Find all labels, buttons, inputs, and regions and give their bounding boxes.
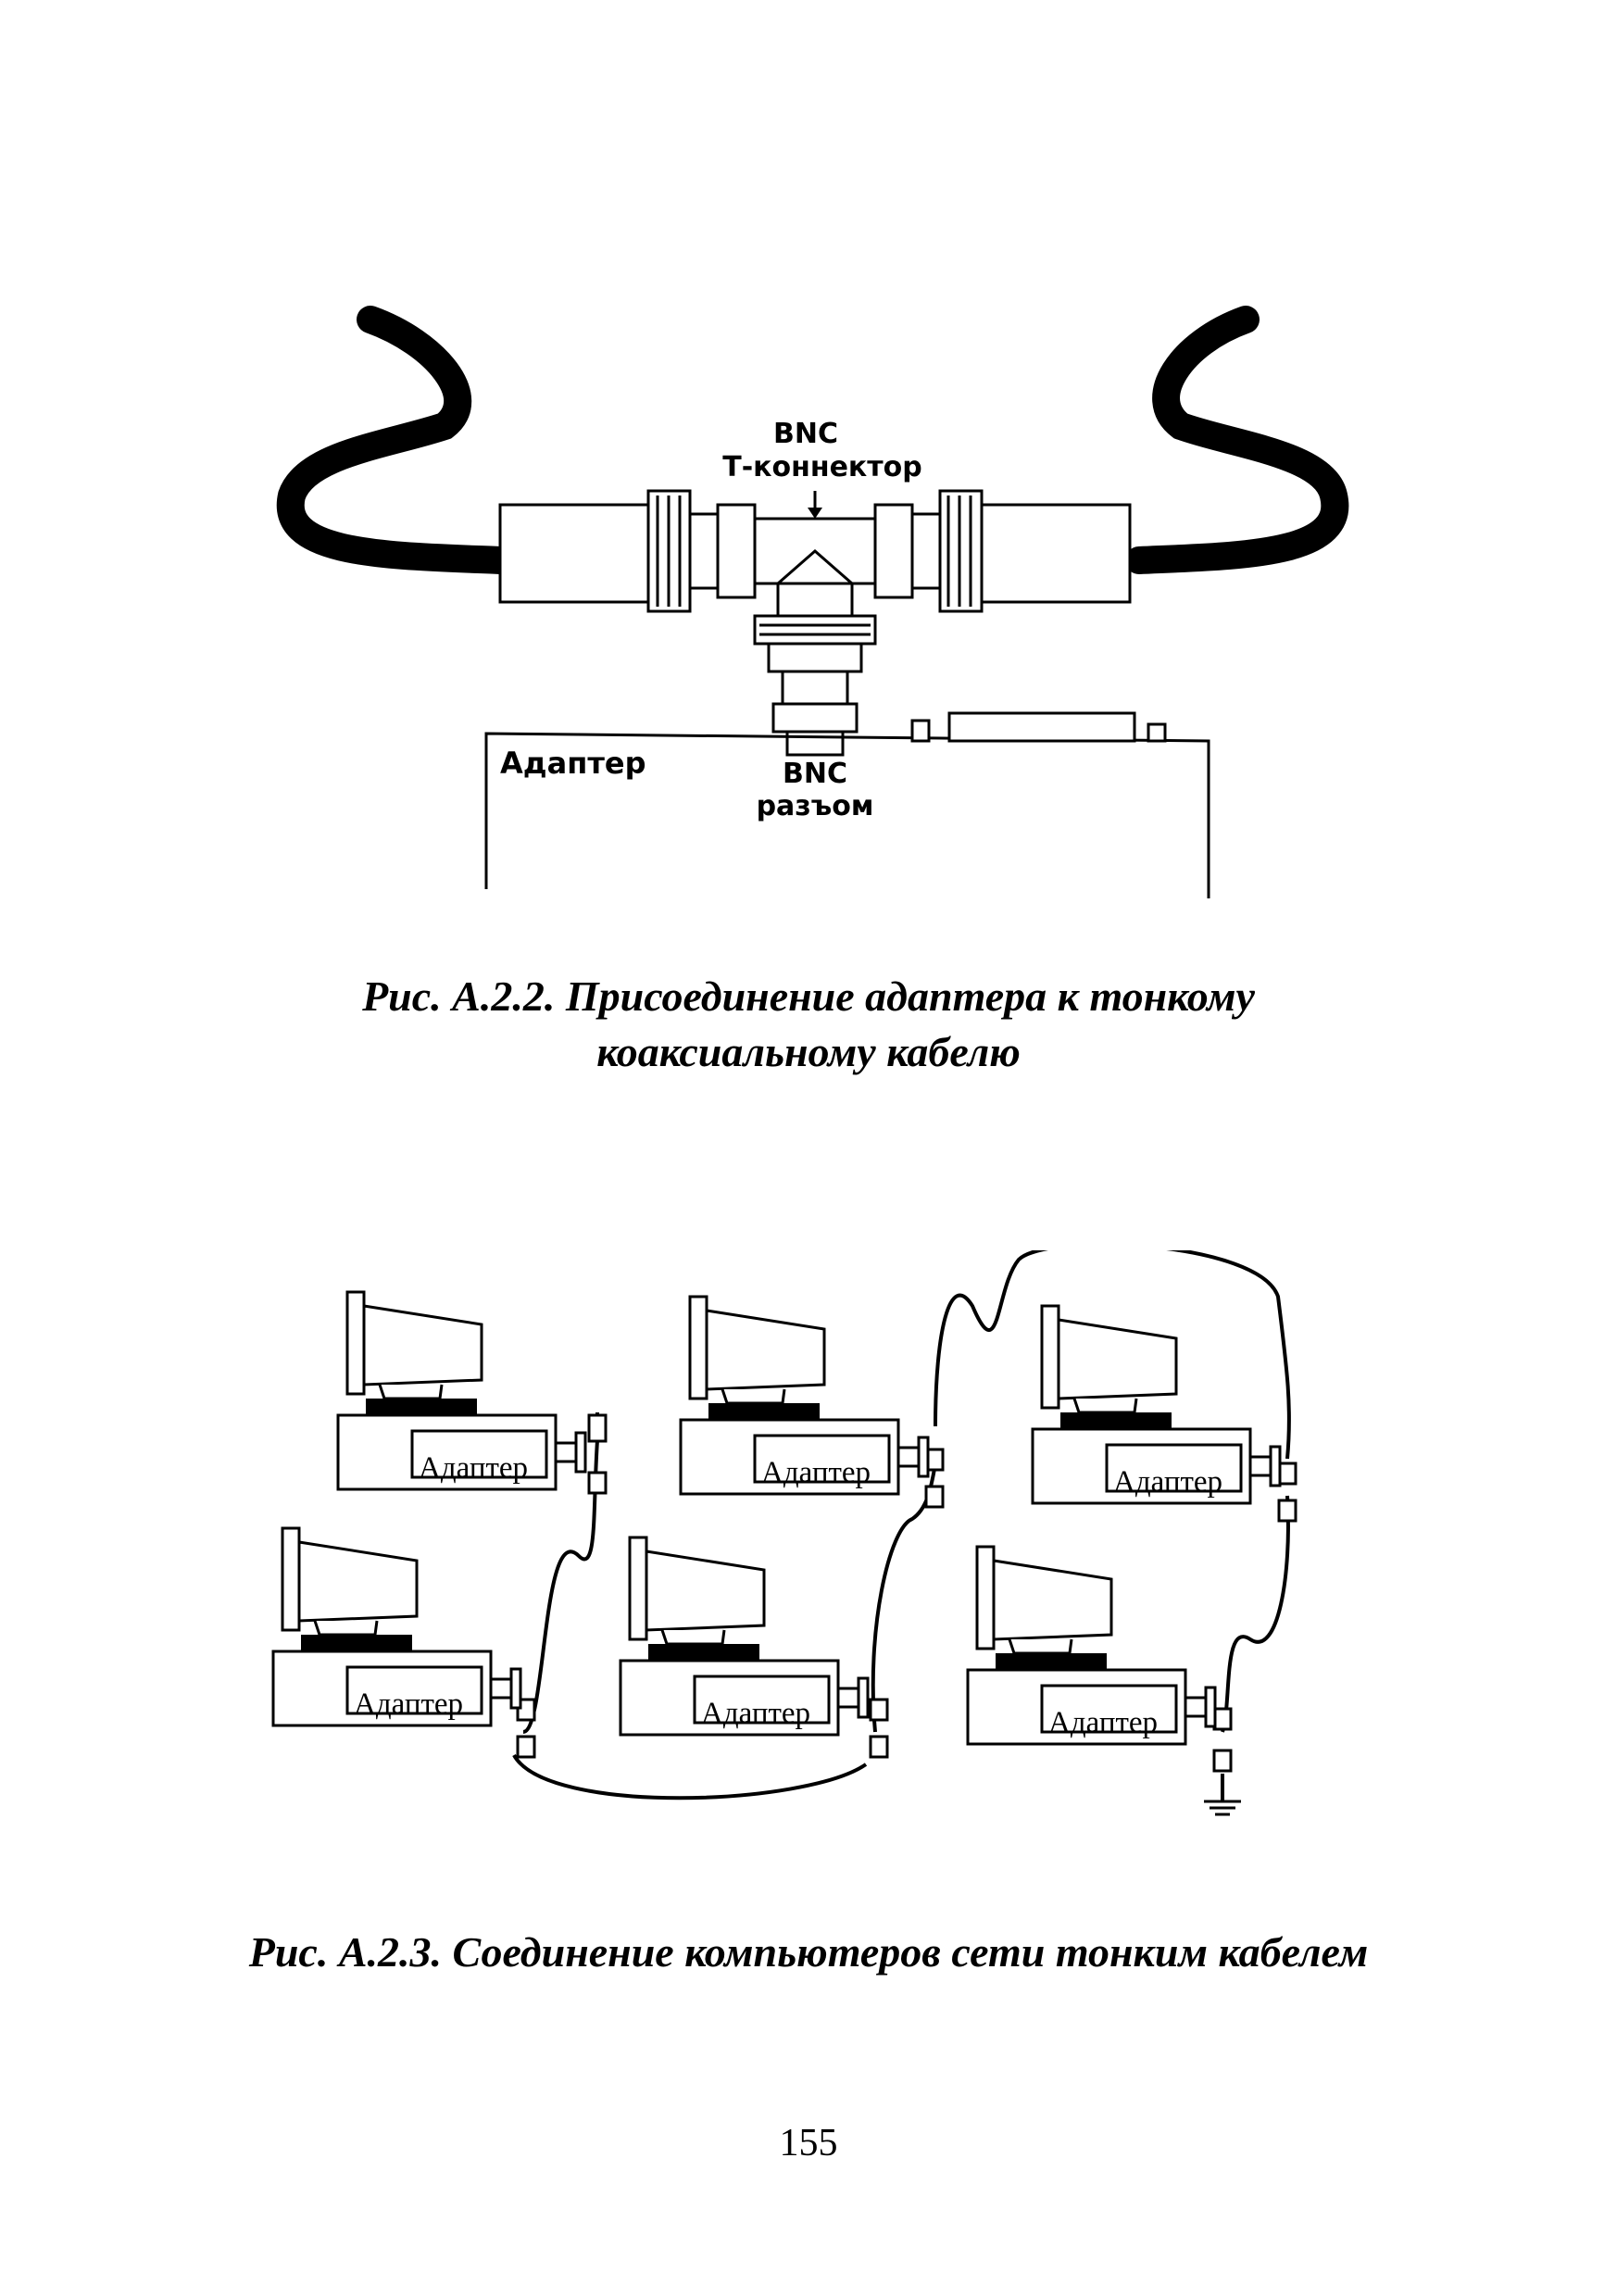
adapter-label-5: Адаптер	[701, 1697, 810, 1730]
tconnector-label-line2: Т-коннектор	[722, 451, 922, 483]
adapter-label-1: Адаптер	[419, 1451, 528, 1485]
figure-thin-cable-network: Адаптер Адаптер Адаптер Адаптер Адаптер …	[271, 1250, 1297, 1816]
tconnector-arrowhead	[808, 508, 822, 519]
adapter-label: Адаптер	[500, 746, 646, 781]
figure2-caption: Рис. А.2.3. Соединение компьютеров сети …	[248, 1928, 1369, 1976]
adapter-label-6: Адаптер	[1048, 1706, 1158, 1739]
page-number: 155	[779, 2122, 838, 2164]
adapter-label-4: Адаптер	[354, 1687, 463, 1721]
bnc-plug-left	[498, 489, 757, 613]
tconnector-terminator-1	[516, 1413, 1297, 1773]
thin-coax-cable	[512, 1250, 1291, 1816]
figure-bnc-tconnector: BNC Т-коннектор Адаптер BNC разъом	[276, 306, 1349, 898]
tconnector-body	[753, 517, 877, 757]
bnc-plug-right	[873, 489, 1132, 613]
tconnector-label-line1: BNC	[773, 418, 838, 450]
coax-cable-right	[1125, 306, 1349, 574]
adapter-board	[484, 711, 1210, 898]
socket-label-line2: разъом	[757, 790, 874, 822]
figure1-caption-line2: коаксиальному кабелю	[596, 1028, 1021, 1075]
socket-label-line1: BNC	[783, 758, 847, 790]
figure1-caption-line1: Рис. А.2.2. Присоединение адаптера к тон…	[362, 972, 1255, 1020]
adapter-label-2: Адаптер	[761, 1456, 871, 1489]
adapter-label-3: Адаптер	[1113, 1465, 1222, 1499]
coax-cable-left	[276, 306, 514, 574]
